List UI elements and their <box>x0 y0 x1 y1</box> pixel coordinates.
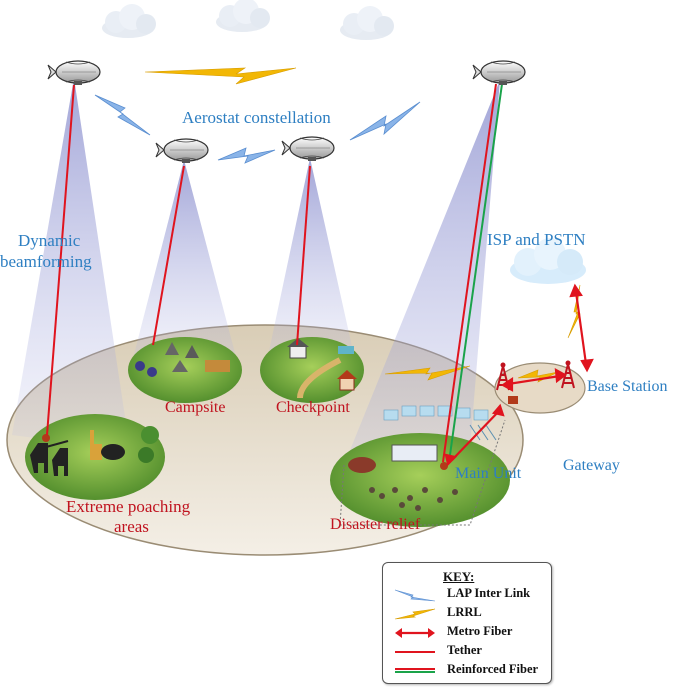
aerostat-constellation-label: Aerostat constellation <box>182 108 331 127</box>
legend-item-tether: Tether <box>391 643 549 661</box>
checkpoint-scene <box>260 337 364 403</box>
red-green-line-icon <box>395 668 435 673</box>
base-station-label: Base Station <box>587 378 667 395</box>
legend-title: KEY: <box>443 569 475 584</box>
metro-fiber-links <box>444 283 594 467</box>
aerostat-icon <box>155 138 209 164</box>
aerostat-icon <box>47 60 101 86</box>
legend-label: Metro Fiber <box>447 624 513 638</box>
poaching-label-line1: Extreme poaching <box>66 497 191 516</box>
dynamic-beamforming-label-line1: Dynamic <box>18 231 81 250</box>
isp-pstn-label: ISP and PSTN <box>487 230 586 249</box>
main-unit-label: Main Unit <box>455 465 522 482</box>
disaster-relief-scene <box>330 405 510 527</box>
house-icon <box>508 396 518 404</box>
legend-item-lap-inter-link: LAP Inter Link <box>391 586 549 604</box>
checkpoint-label: Checkpoint <box>276 399 350 416</box>
legend-item-reinforced-fiber: Reinforced Fiber <box>391 662 549 680</box>
legend-label: Tether <box>447 643 482 657</box>
legend-label: LRRL <box>447 605 482 619</box>
disaster-relief-label: Disaster relief <box>330 516 421 533</box>
legend-item-lrrl: LRRL <box>391 605 549 623</box>
aerostat-icon <box>472 60 526 86</box>
blue-zigzag-icon <box>394 589 436 602</box>
legend-label: Reinforced Fiber <box>447 662 539 676</box>
lrrl-links <box>144 67 581 383</box>
isp-cloud-icon <box>510 238 586 284</box>
legend-item-metro-fiber: Metro Fiber <box>391 624 549 642</box>
poaching-scene <box>25 414 165 500</box>
reinforced-fiber <box>448 83 503 463</box>
red-double-arrow-icon <box>395 628 435 638</box>
legend-key: KEY: LAP Inter Link LRRL Metro Fiber Tet… <box>382 562 552 684</box>
campsite-scene <box>128 337 242 403</box>
aerostat-icon <box>281 136 335 162</box>
red-line-icon <box>395 651 435 653</box>
poaching-label-line2: areas <box>114 517 149 536</box>
dynamic-beamforming-label-line2: beamforming <box>0 252 92 271</box>
legend-label: LAP Inter Link <box>447 586 531 600</box>
sky-clouds <box>102 0 394 40</box>
yellow-zigzag-icon <box>394 608 436 620</box>
disaster-boundary <box>339 419 506 526</box>
lap-inter-links <box>94 94 421 164</box>
tethers <box>46 83 497 463</box>
gateway-label: Gateway <box>563 457 620 474</box>
campsite-label: Campsite <box>165 399 225 416</box>
